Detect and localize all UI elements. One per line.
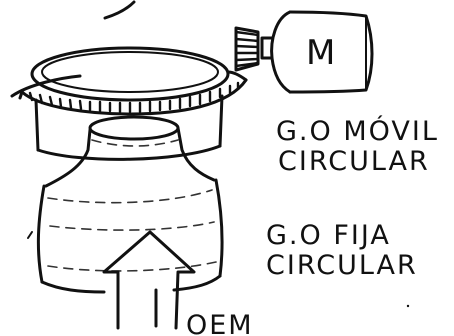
fixed-ring-body: [38, 180, 222, 292]
pinion-gear: [236, 28, 258, 70]
top-pen-stroke: [105, 2, 134, 18]
fixed-gear-label-line2: CIRCULAR: [266, 250, 418, 281]
stray-mark: [28, 232, 32, 238]
movable-gear-label-line1: G.O MÓVIL: [276, 115, 439, 147]
movable-gear-label-line2: CIRCULAR: [278, 146, 430, 177]
movable-ring-gear: [12, 48, 246, 159]
input-arrow: [104, 232, 194, 328]
stray-dot: [407, 305, 409, 307]
motor-label: M: [306, 33, 335, 73]
input-label: OEM: [186, 310, 254, 336]
inner-neck: [46, 117, 214, 186]
fixed-gear-label-line1: G.O FIJA: [266, 220, 391, 251]
motor: M: [262, 12, 372, 92]
ring-gear-teeth: [30, 83, 238, 112]
